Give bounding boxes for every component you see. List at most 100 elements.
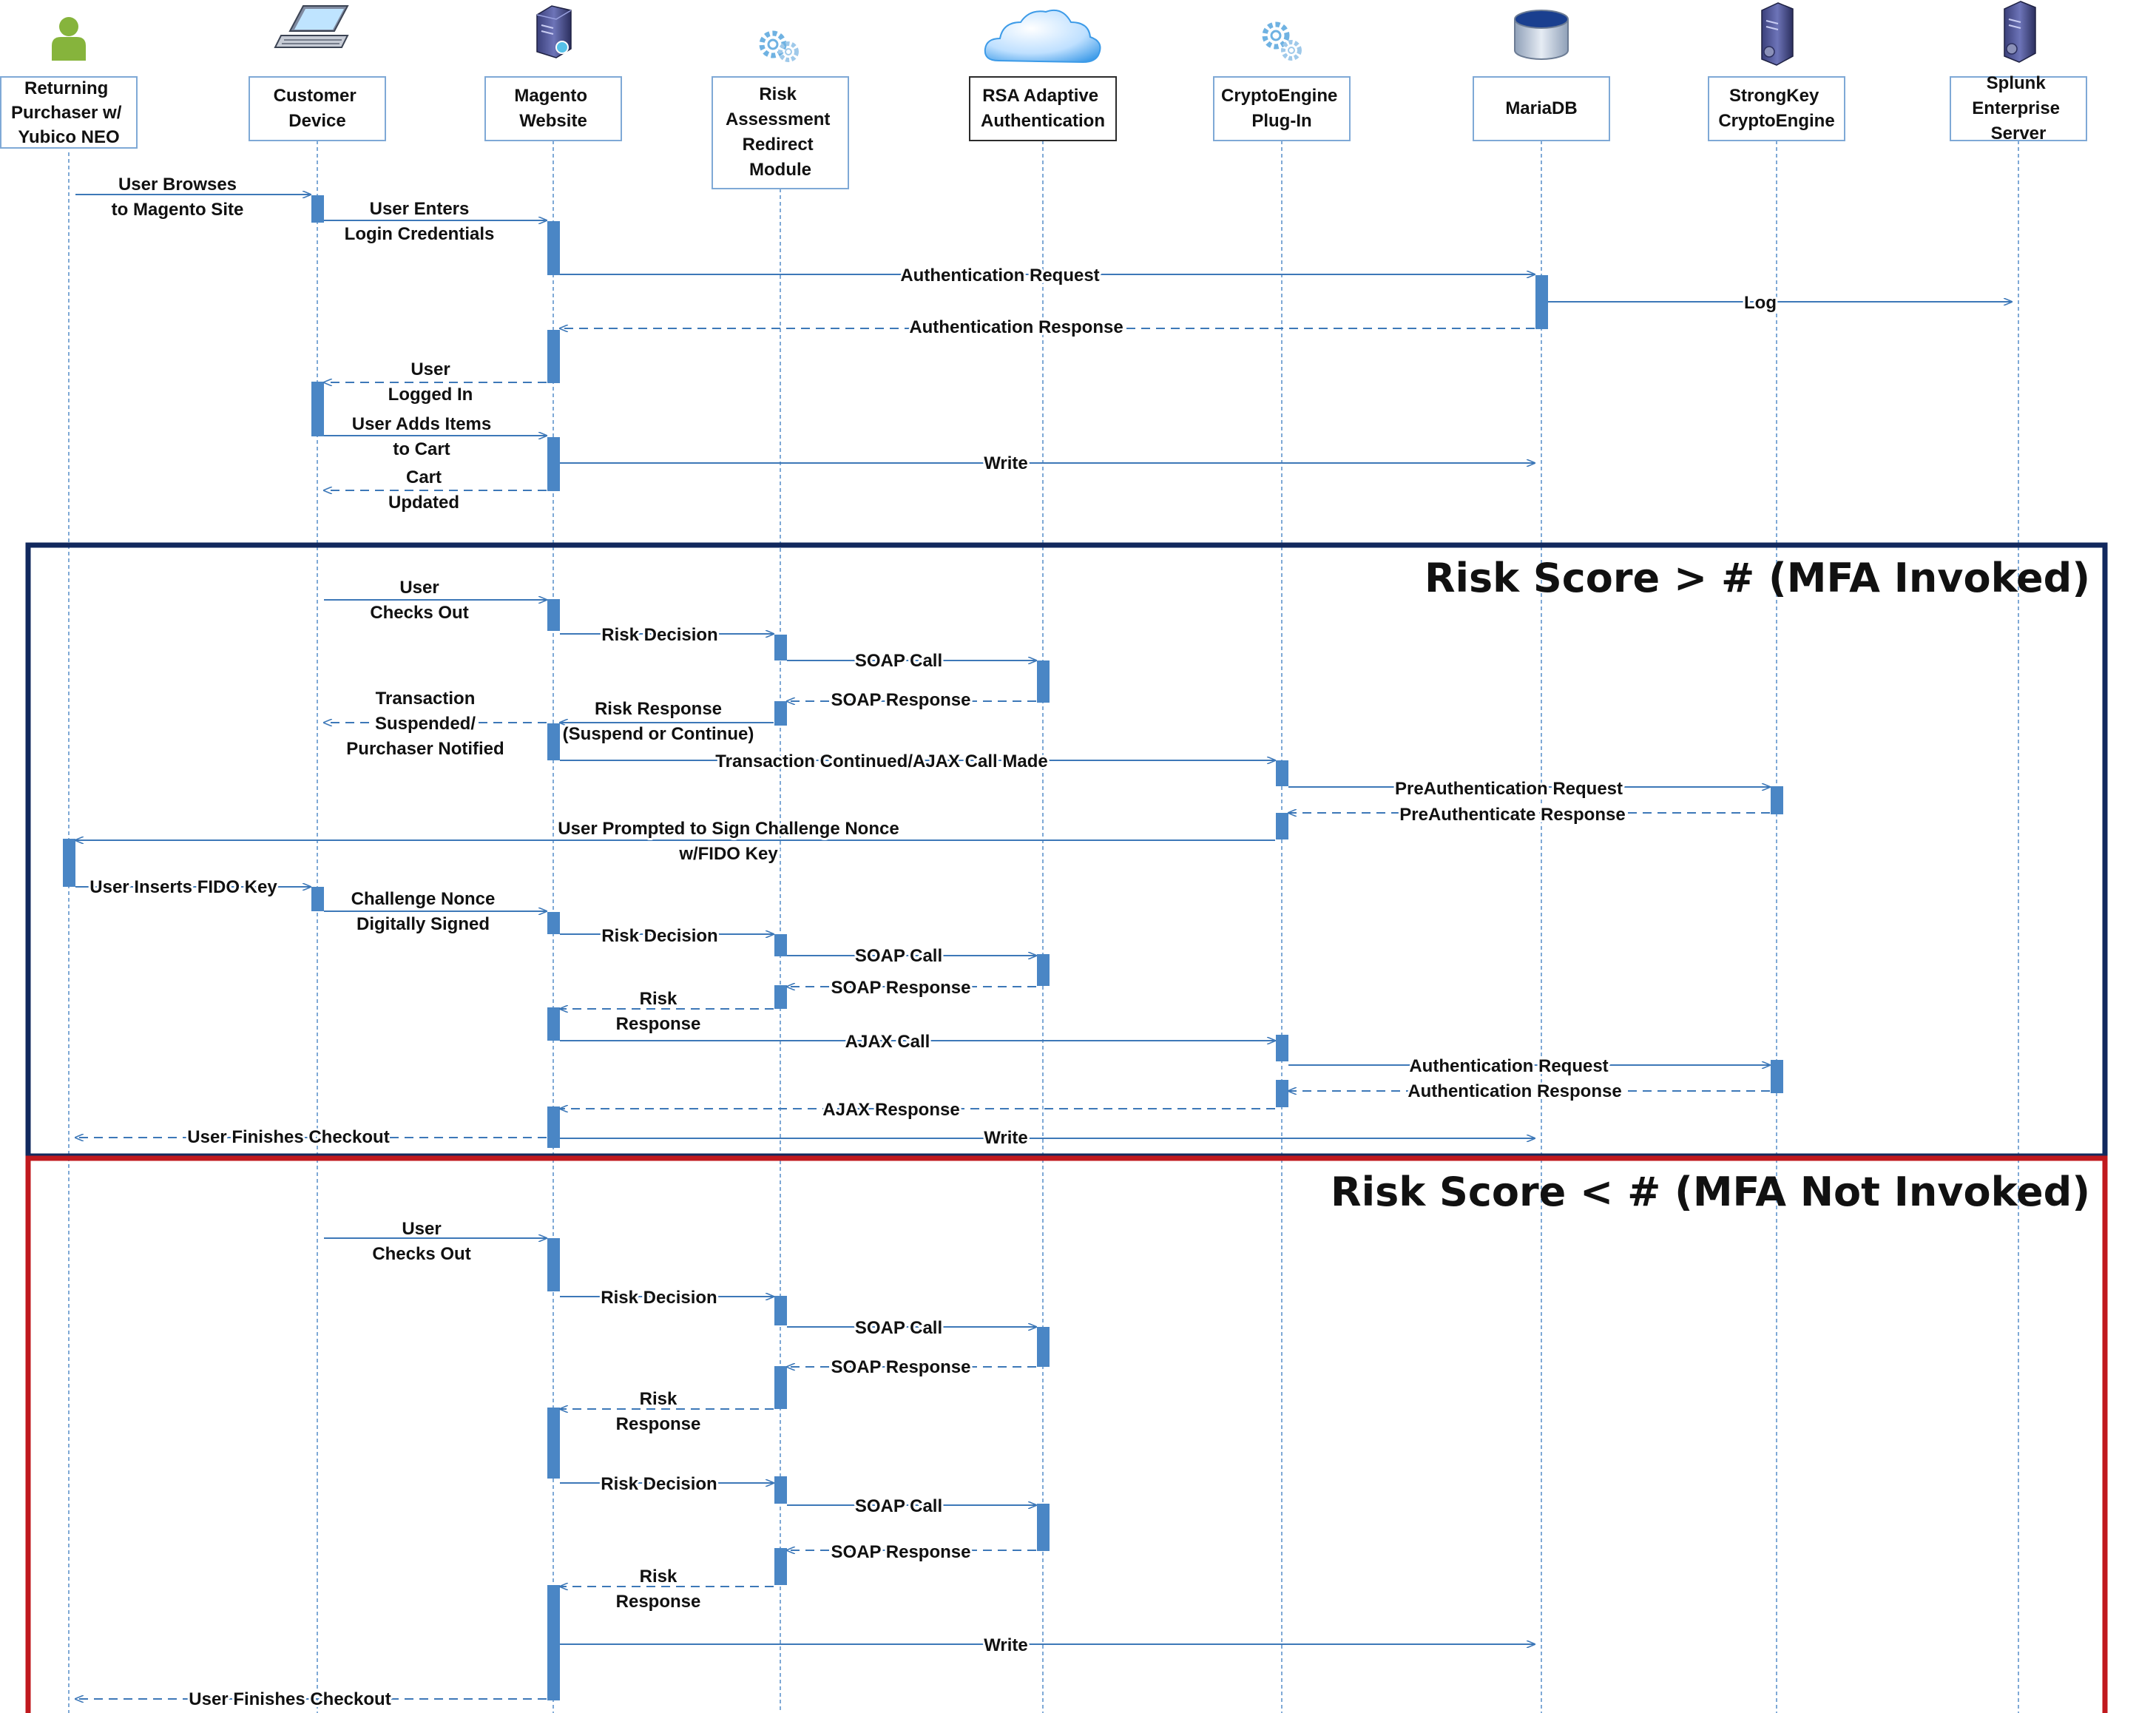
activation-bar [774, 635, 787, 660]
activation-bar [547, 912, 560, 934]
server-tower-icon [2004, 1, 2036, 63]
message-label-line: User Prompted to Sign Challenge Nonce [558, 819, 899, 839]
message-label: SOAP Call [855, 651, 942, 671]
fragments: Risk Score > # (MFA Invoked) Risk Score … [25, 542, 2108, 1713]
message-label-line: SOAP Call [855, 1318, 942, 1338]
message-label-line: Logged In [388, 385, 473, 405]
cloud-icon [984, 9, 1101, 64]
message-label-line: Response [616, 1414, 701, 1434]
participant-splunk: Splunk Enterprise Server [1950, 73, 2087, 143]
activation-bar [63, 839, 75, 887]
activation-bar [547, 1106, 560, 1148]
participant-device: Customer Device [249, 76, 386, 141]
gears-icon [759, 30, 787, 58]
gears-icon [1262, 21, 1290, 50]
message-label-line: Authentication Response [909, 317, 1123, 337]
message-label: SOAP Call [855, 946, 942, 966]
participant-label: StrongKey CryptoEngine [1718, 86, 1834, 131]
server-icon [536, 5, 572, 58]
message-label: Authentication Response [1408, 1081, 1621, 1101]
message-label: SOAP Response [831, 690, 971, 710]
message-label-line: PreAuthentication Request [1395, 779, 1623, 799]
message-label: Risk Response (Suspend or Continue) [563, 699, 754, 744]
activation-bar [774, 1296, 787, 1325]
message-label-line: Response [616, 1592, 701, 1612]
activation-bar [547, 221, 560, 275]
message-label-line: SOAP Response [831, 690, 971, 710]
message-label-line: Checks Out [370, 603, 468, 623]
participant-label: Splunk Enterprise Server [1972, 73, 2064, 143]
message-label: Write [984, 1128, 1028, 1148]
message-label-line: Write [984, 1128, 1028, 1148]
message-label-line: Risk Decision [601, 1474, 717, 1494]
message-label-line: SOAP Response [831, 1542, 971, 1562]
activation-bar [774, 985, 787, 1009]
activation-bar [1276, 1080, 1288, 1107]
message-label-line: User Inserts FIDO Key [89, 877, 277, 897]
message-label: Authentication Request [1409, 1056, 1608, 1076]
message-label-line: Authentication Request [1409, 1056, 1608, 1076]
message-label-line: Updated [388, 493, 459, 513]
activation-bar [311, 195, 324, 223]
message-label: Authentication Request [900, 266, 1099, 286]
activation-bar [547, 1585, 560, 1700]
message-label-line: Risk Decision [601, 625, 717, 645]
activation-bar [547, 330, 560, 383]
activation-bar [1037, 1504, 1050, 1551]
activation-bars [63, 195, 1783, 1700]
message-label-line: Authentication Response [1408, 1081, 1621, 1101]
activation-bar [1535, 275, 1548, 329]
gears-icon [778, 41, 799, 62]
message-label: Risk Decision [601, 926, 717, 946]
message-label: User Finishes Checkout [189, 1689, 391, 1709]
message-label-line: Risk [640, 989, 677, 1009]
message-label-line: Risk [640, 1567, 677, 1587]
message-label-line: Challenge Nonce [351, 889, 496, 909]
participant-label: MariaDB [1505, 98, 1577, 118]
message-label-line: Response [616, 1014, 701, 1034]
message-label-line: to Cart [393, 439, 450, 459]
message-label-line: Risk Response [595, 699, 722, 719]
message-label-line: User [410, 359, 450, 379]
activation-bar [1037, 954, 1050, 986]
message-label-line: Risk [640, 1389, 677, 1409]
participant-label: RSA Adaptive Authentication [981, 86, 1105, 131]
message-label: Risk Decision [601, 625, 717, 645]
message-label-line: AJAX Call [845, 1032, 930, 1052]
participant-headers: Returning Purchaser w/ Yubico NEO Custom… [0, 73, 2087, 189]
message-label: PreAuthenticate Response [1399, 805, 1625, 825]
participant-risk: Risk Assessment Redirect Module [712, 76, 849, 189]
activation-bar [774, 1476, 787, 1504]
message-label: Risk Decision [601, 1474, 717, 1494]
activation-bar [311, 382, 324, 436]
message-label-line: (Suspend or Continue) [563, 724, 754, 744]
message-label-line: SOAP Call [855, 1496, 942, 1516]
message-label: AJAX Response [822, 1100, 959, 1120]
activation-bar [774, 934, 787, 956]
server-tower-icon [1761, 2, 1794, 66]
participant-icons [52, 1, 2036, 66]
activation-bar [1771, 786, 1783, 814]
message-label-line: SOAP Call [855, 651, 942, 671]
message-label: SOAP Call [855, 1318, 942, 1338]
database-icon [1514, 10, 1569, 60]
message-label-line: User Browses [118, 175, 237, 195]
message-label: Risk Decision [601, 1288, 717, 1308]
activation-bar [774, 1548, 787, 1585]
message-label-line: Authentication Request [900, 266, 1099, 286]
activation-bar [547, 1238, 560, 1291]
message-label-line: Write [984, 1635, 1028, 1655]
message-label-line: Write [984, 453, 1028, 473]
message-label-line: SOAP Call [855, 946, 942, 966]
message-label-line: Login Credentials [345, 224, 495, 244]
message-label-line: Purchaser Notified [346, 739, 504, 759]
activation-bar [1276, 813, 1288, 839]
activation-bar [1771, 1060, 1783, 1093]
person-icon [52, 17, 86, 61]
